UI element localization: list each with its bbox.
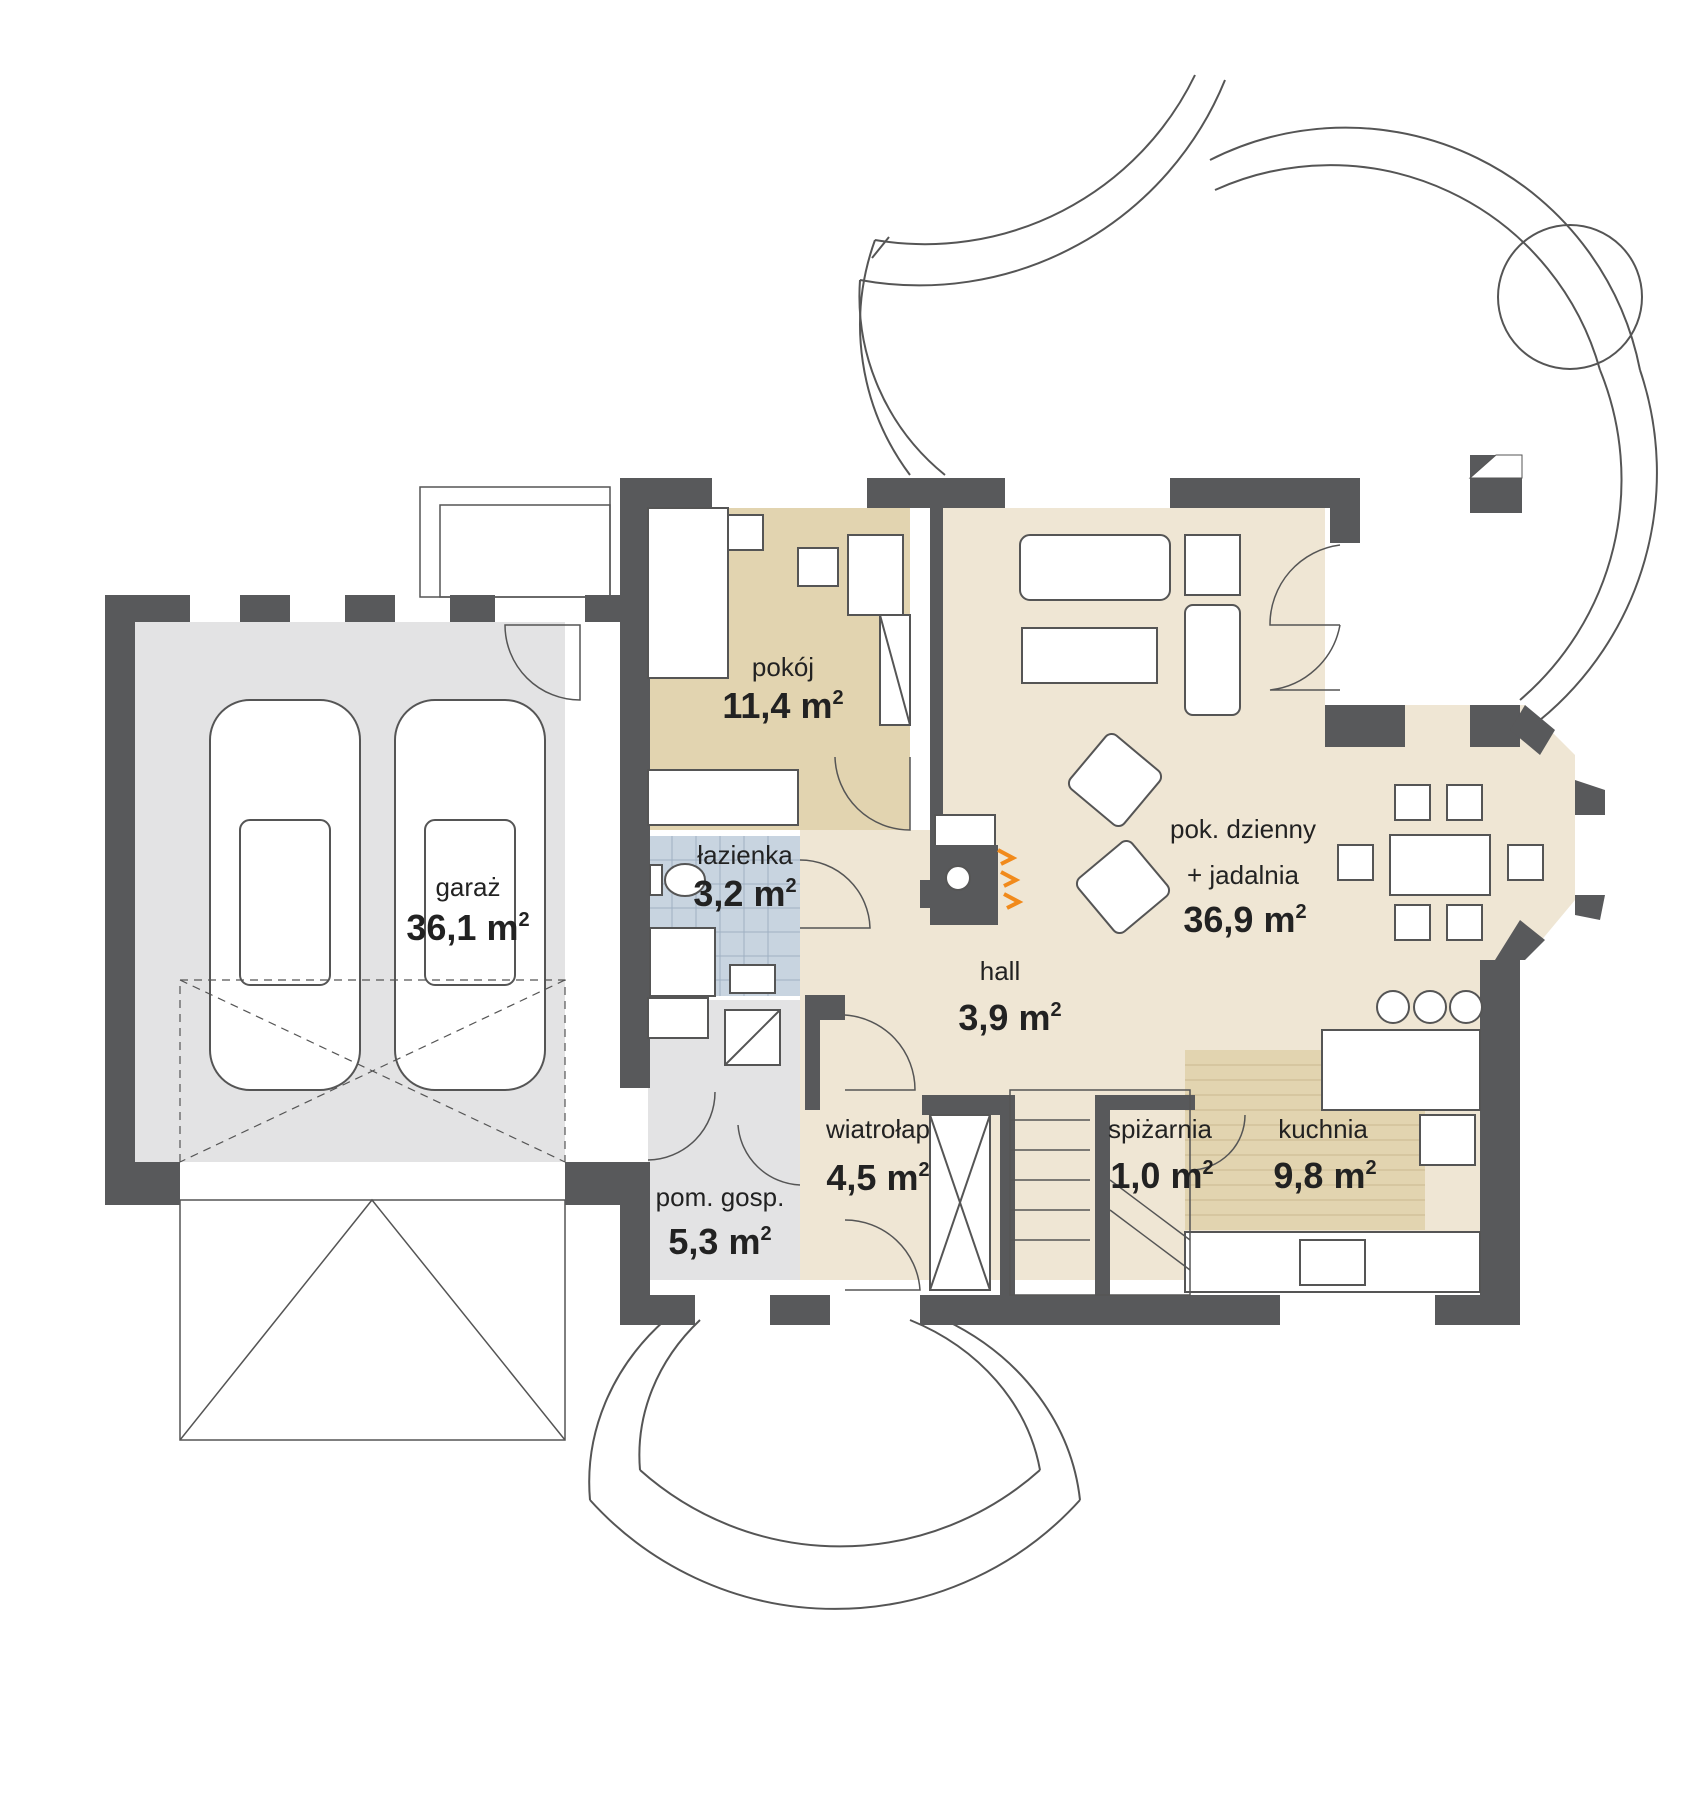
room-labels: pokój 11,4 m2 łazienka 3,2 m2 garaż 36,1…: [406, 652, 1376, 1262]
terrace-bottom: [588, 1319, 1081, 1610]
kuchnia-area: 9,8 m2: [1273, 1155, 1376, 1196]
garaz-name: garaż: [435, 872, 500, 902]
gosp-name: pom. gosp.: [656, 1182, 785, 1212]
fire-icon: [997, 848, 1024, 910]
garage-dashed: [179, 979, 566, 1163]
walls: [105, 478, 1605, 1325]
lazienka-area: 3,2 m2: [693, 873, 796, 914]
kitchen-lines: [1185, 1064, 1425, 1216]
stairs: [1009, 1089, 1191, 1296]
fireplace: [930, 845, 1024, 925]
hall-area: 3,9 m2: [958, 997, 1061, 1038]
pokoj-name: pokój: [752, 652, 814, 682]
dzienny-area: 36,9 m2: [1183, 899, 1306, 940]
gosp-area: 5,3 m2: [668, 1221, 771, 1262]
spizarnia-name: spiżarnia: [1108, 1114, 1213, 1144]
wiatrolap-name: wiatrołap: [825, 1114, 930, 1144]
garaz-area: 36,1 m2: [406, 907, 529, 948]
hall-name: hall: [980, 956, 1020, 986]
dzienny-name2: + jadalnia: [1187, 860, 1300, 890]
wiatrolap-area: 4,5 m2: [826, 1157, 929, 1198]
spizarnia-area: 1,0 m2: [1110, 1155, 1213, 1196]
doors: [504, 544, 1341, 1291]
lazienka-name: łazienka: [697, 840, 793, 870]
cars: [209, 699, 546, 1091]
chimney-top: [1468, 454, 1523, 479]
kuchnia-name: kuchnia: [1278, 1114, 1368, 1144]
living-furniture: [1019, 534, 1544, 1293]
garage-canopy: [179, 486, 611, 1441]
bath-fixtures: [649, 863, 776, 997]
pokoj-furniture: [647, 507, 911, 826]
dzienny-name: pok. dzienny: [1170, 814, 1316, 844]
pokoj-area: 11,4 m2: [722, 685, 843, 726]
terrace-top: [858, 74, 1658, 721]
